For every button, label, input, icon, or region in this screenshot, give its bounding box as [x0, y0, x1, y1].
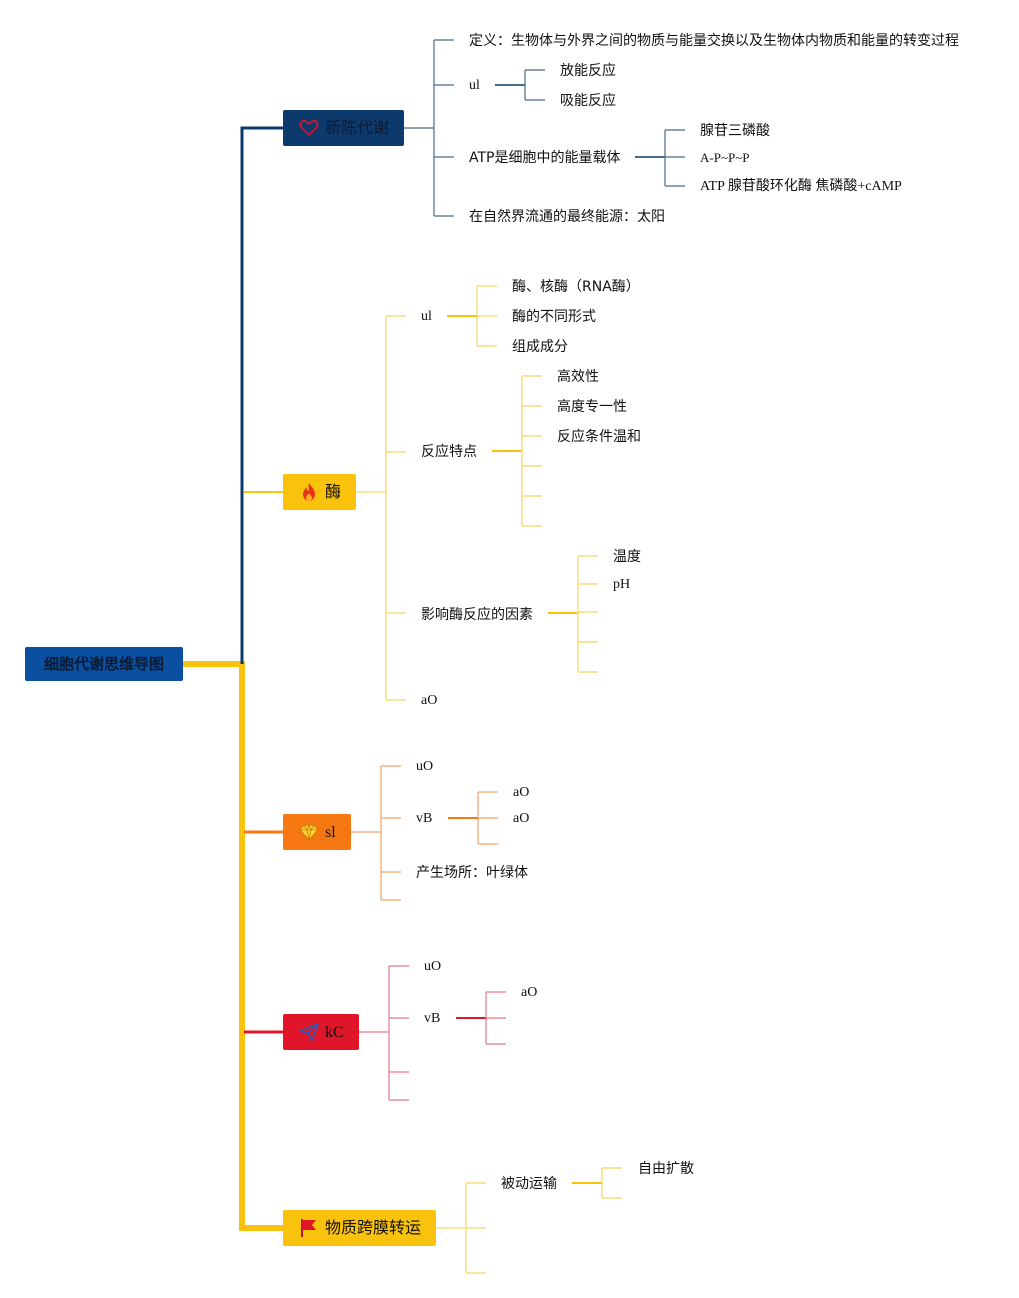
leaf-ph[interactable]: pH: [613, 577, 631, 592]
connectors-metabolism: [404, 39, 685, 217]
connectors-transport: [436, 1167, 622, 1274]
fire-icon: [303, 483, 315, 501]
leaf-atp-formula[interactable]: A-P~P~P: [700, 150, 750, 165]
branch-label: kC: [325, 1024, 344, 1041]
leaf-specificity[interactable]: 高度专一性: [557, 399, 627, 415]
leaf-mild-conditions[interactable]: 反应条件温和: [557, 429, 641, 445]
branch-label: 酶: [325, 482, 342, 501]
leaf-energy-source[interactable]: 在自然界流通的最终能源：太阳: [469, 209, 665, 225]
branch-node-sl[interactable]: sl: [283, 814, 351, 850]
leaf-enzyme-forms[interactable]: 酶的不同形式: [512, 309, 596, 325]
leaf-exergonic[interactable]: 放能反应: [560, 63, 616, 79]
branch-label: sl: [325, 824, 336, 841]
trunk-line: [183, 661, 283, 1231]
leaf-uo[interactable]: uO: [416, 759, 434, 774]
connectors-kc: [359, 965, 506, 1101]
leaf-ao[interactable]: aO: [513, 811, 530, 826]
connectors-enzyme: [356, 285, 598, 701]
leaf-vb[interactable]: vB: [416, 811, 433, 826]
leaf-atp[interactable]: ATP是细胞中的能量载体: [469, 150, 621, 166]
branch-label: 新陈代谢: [325, 118, 390, 137]
branch-node-transport[interactable]: 物质跨膜转运: [283, 1210, 436, 1246]
branch-node-kc[interactable]: kC: [283, 1014, 359, 1050]
leaf-ao[interactable]: aO: [521, 985, 538, 1000]
branch-line-metabolism: [240, 126, 283, 664]
leaf-features[interactable]: 反应特点: [421, 444, 477, 460]
leaf-factors[interactable]: 影响酶反应的因素: [421, 607, 533, 623]
leaf-ao[interactable]: aO: [421, 693, 438, 708]
leaf-composition[interactable]: 组成成分: [512, 339, 568, 355]
gem-icon: [299, 823, 319, 841]
leaf-atp-name[interactable]: 腺苷三磷酸: [700, 123, 770, 139]
leaf-ribozyme[interactable]: 酶、核酶（RNA酶）: [512, 279, 640, 295]
leaf-free-diffusion[interactable]: 自由扩散: [638, 1161, 694, 1177]
leaf-ul[interactable]: ul: [421, 309, 432, 324]
flag-icon: [301, 1219, 316, 1237]
leaf-endergonic[interactable]: 吸能反应: [560, 93, 616, 109]
branch-node-metabolism[interactable]: 新陈代谢: [283, 110, 404, 146]
root-node[interactable]: 细胞代谢思维导图: [25, 647, 183, 681]
leaf-passive-transport[interactable]: 被动运输: [501, 1176, 557, 1192]
leaf-ao[interactable]: aO: [513, 785, 530, 800]
leaf-atp-camp[interactable]: ATP 腺苷酸环化酶 焦磷酸+cAMP: [700, 179, 902, 194]
connectors-sl: [351, 765, 498, 901]
leaf-definition[interactable]: 定义：生物体与外界之间的物质与能量交换以及生物体内物质和能量的转变过程: [469, 33, 959, 49]
branch-node-enzyme[interactable]: 酶: [283, 474, 356, 510]
paper-plane-icon: [299, 1022, 319, 1042]
leaf-vb[interactable]: vB: [424, 1011, 441, 1026]
leaf-ul[interactable]: ul: [469, 78, 480, 93]
leaf-site[interactable]: 产生场所：叶绿体: [416, 865, 528, 881]
branch-label: 物质跨膜转运: [325, 1218, 422, 1237]
leaf-high-efficiency[interactable]: 高效性: [557, 369, 599, 385]
leaf-uo[interactable]: uO: [424, 959, 442, 974]
leaf-temperature[interactable]: 温度: [613, 549, 641, 565]
heart-icon: [299, 119, 319, 137]
